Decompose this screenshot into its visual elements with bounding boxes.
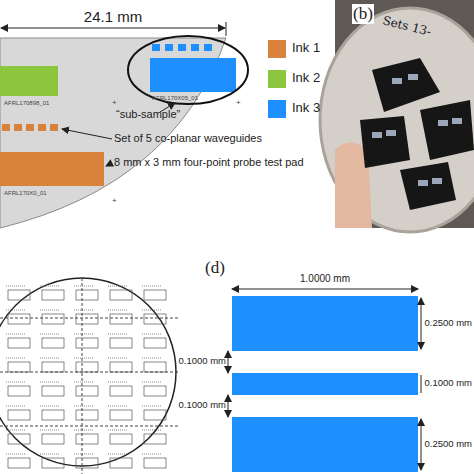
strip <box>232 296 418 351</box>
dimension-line <box>1 28 225 29</box>
petri-dish <box>320 8 474 232</box>
strip <box>232 417 418 472</box>
svg-text:+: + <box>236 98 241 107</box>
callout: Set of 5 co-planar waveguides <box>114 132 262 145</box>
ink2-pad <box>0 66 58 96</box>
sample-id: AFRL170X05_01 <box>152 95 198 102</box>
plus-marks: + + + <box>112 98 241 205</box>
dimension: 0.1000 mm <box>424 378 472 389</box>
dimension: 24.1 mm <box>84 8 142 25</box>
ink1-pad <box>0 152 104 186</box>
dimension: 0.2500 mm <box>424 439 472 450</box>
dimension-line <box>232 289 418 290</box>
dimension: 0.1000 mm <box>178 400 226 411</box>
pads <box>372 74 462 186</box>
svg-text:+: + <box>112 196 117 205</box>
waveguides <box>152 44 212 51</box>
sample-id: AFRL170898_01 <box>4 100 49 107</box>
legend-text: Ink 3 <box>292 101 320 116</box>
wafer-pieces <box>360 58 474 210</box>
waveguides <box>2 124 58 131</box>
legend-swatch <box>268 70 286 88</box>
panel-label: (d) <box>204 258 226 278</box>
legend-text: Ink 1 <box>292 41 320 56</box>
strip <box>232 373 418 395</box>
leader-line <box>62 129 112 139</box>
sample-id: AFRL170X0_01 <box>4 190 47 197</box>
dimension: 0.2500 mm <box>424 318 472 329</box>
ink3-pad <box>150 58 236 92</box>
callout: 8 mm x 3 mm four-point probe test pad <box>114 156 304 169</box>
legend-swatch <box>268 40 286 58</box>
callout: “sub-sample” <box>116 108 180 121</box>
wafer-map <box>0 278 178 474</box>
dimension-lines <box>228 298 421 470</box>
dimension: 1.0000 mm <box>300 273 350 285</box>
svg-text:+: + <box>112 98 117 107</box>
panel-label: (b) <box>352 4 374 24</box>
dimension: 0.1000 mm <box>178 356 226 367</box>
leader-line <box>106 163 112 166</box>
legend-swatch <box>268 100 286 118</box>
sub-sample-ring <box>128 36 248 104</box>
legend-text: Ink 2 <box>292 71 320 86</box>
